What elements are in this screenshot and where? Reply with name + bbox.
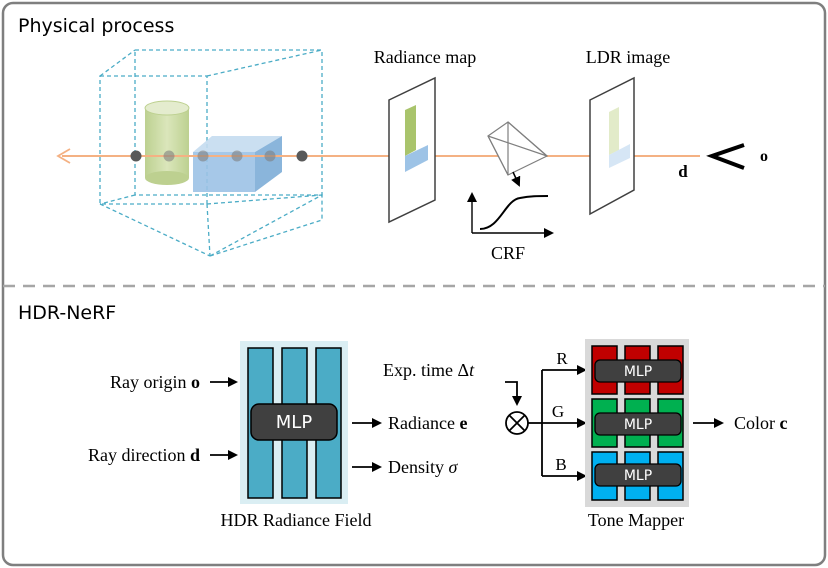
crf-graph bbox=[467, 192, 554, 238]
channel-r-label: R bbox=[556, 349, 568, 368]
scene-box bbox=[193, 136, 282, 192]
channel-g-label: G bbox=[552, 402, 564, 421]
radiance-map-plane bbox=[388, 76, 436, 224]
direction-label: d bbox=[678, 162, 688, 181]
tone-mlp-red-label: MLP bbox=[624, 364, 652, 380]
crf-label: CRF bbox=[491, 243, 525, 263]
hdr-radiance-field-block: MLP bbox=[240, 341, 348, 504]
tone-mlp-green-label: MLP bbox=[624, 417, 652, 433]
tone-mlp-blue-label: MLP bbox=[624, 468, 652, 484]
crf-arrow bbox=[511, 171, 521, 187]
radiance-label: Radiance e bbox=[388, 413, 467, 433]
scene-cube bbox=[99, 49, 323, 257]
channel-b-label: B bbox=[555, 455, 566, 474]
camera-eye-icon bbox=[706, 143, 745, 170]
multiply-node-icon bbox=[505, 411, 529, 435]
color-label: Color c bbox=[734, 413, 788, 433]
ray-origin-label: Ray origin o bbox=[110, 372, 200, 392]
ray-arrowhead bbox=[56, 148, 71, 164]
exp-time-arrow bbox=[505, 381, 522, 406]
tone-mapper-blue-row: MLP bbox=[591, 451, 684, 501]
hdr-radiance-field-caption: HDR Radiance Field bbox=[221, 510, 372, 530]
camera-frustum-icon bbox=[487, 121, 549, 176]
tone-mapper-green-row: MLP bbox=[591, 398, 684, 448]
exp-time-label: Exp. time Δt bbox=[383, 360, 475, 380]
ldr-image-plane bbox=[589, 76, 635, 216]
tone-mapper-red-row: MLP bbox=[591, 345, 684, 395]
density-label: Density σ bbox=[388, 457, 459, 477]
ldr-image-label: LDR image bbox=[586, 47, 670, 67]
origin-label: o bbox=[760, 148, 768, 165]
hdr-nerf-section: HDR-NeRF Ray origin o Ray direction d ML… bbox=[18, 302, 788, 530]
physical-process-section: Physical process bbox=[18, 15, 768, 263]
field-mlp-box bbox=[250, 403, 338, 441]
ray-sample-points bbox=[130, 150, 308, 162]
tone-mapper-caption: Tone Mapper bbox=[588, 510, 684, 530]
channel-branches bbox=[528, 365, 587, 481]
hdr-nerf-title: HDR-NeRF bbox=[18, 302, 116, 324]
scene-cylinder bbox=[144, 100, 190, 185]
field-mlp-label: MLP bbox=[276, 412, 313, 433]
radiance-map-label: Radiance map bbox=[374, 47, 476, 67]
physical-process-title: Physical process bbox=[18, 15, 174, 37]
ray-direction-label: Ray direction d bbox=[88, 445, 200, 465]
tone-mapper-block: MLP MLP MLP bbox=[585, 339, 689, 507]
